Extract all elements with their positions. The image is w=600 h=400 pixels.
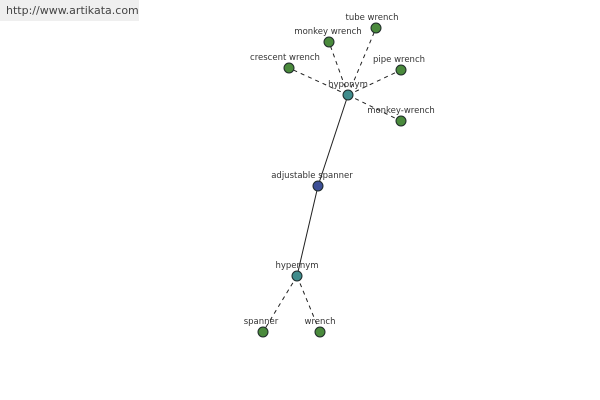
edge-hyponym-pipe-wrench xyxy=(347,69,402,96)
label-hyponym: hyponym xyxy=(328,80,368,90)
label-monkey-wrench-hyphen: monkey-wrench xyxy=(367,106,435,116)
node-tube-wrench[interactable] xyxy=(370,22,382,34)
edge-hyponym-monkey-wrench-hyphen xyxy=(347,94,402,122)
node-pipe-wrench[interactable] xyxy=(395,64,407,76)
node-hypernym[interactable] xyxy=(291,270,303,282)
edge-hyponym-crescent-wrench xyxy=(288,67,349,96)
edge-hypernym-spanner xyxy=(262,275,298,333)
node-wrench[interactable] xyxy=(314,326,326,338)
site-link[interactable]: http://www.artikata.com xyxy=(0,0,139,21)
node-crescent-wrench[interactable] xyxy=(283,62,295,74)
node-monkey-wrench-hyphen[interactable] xyxy=(395,115,407,127)
graph-edges xyxy=(262,27,402,333)
edge-center-hypernym xyxy=(296,185,319,277)
graph-labels: tube wrench monkey wrench crescent wrenc… xyxy=(244,13,435,327)
label-monkey-wrench: monkey wrench xyxy=(294,27,361,37)
label-spanner: spanner xyxy=(244,317,279,327)
node-monkey-wrench[interactable] xyxy=(323,36,335,48)
label-wrench: wrench xyxy=(305,317,336,327)
label-crescent-wrench: crescent wrench xyxy=(250,53,320,63)
label-pipe-wrench: pipe wrench xyxy=(373,55,425,65)
label-hypernym: hypernym xyxy=(275,261,318,271)
label-tube-wrench: tube wrench xyxy=(346,13,399,23)
graph-nodes xyxy=(257,22,407,338)
edge-hyponym-monkey-wrench xyxy=(328,41,349,96)
node-adjustable-spanner[interactable] xyxy=(312,180,324,192)
label-adjustable-spanner: adjustable spanner xyxy=(271,171,353,181)
node-spanner[interactable] xyxy=(257,326,269,338)
edge-hypernym-wrench xyxy=(296,275,321,333)
node-hyponym[interactable] xyxy=(342,89,354,101)
edge-center-hyponym xyxy=(317,94,349,187)
